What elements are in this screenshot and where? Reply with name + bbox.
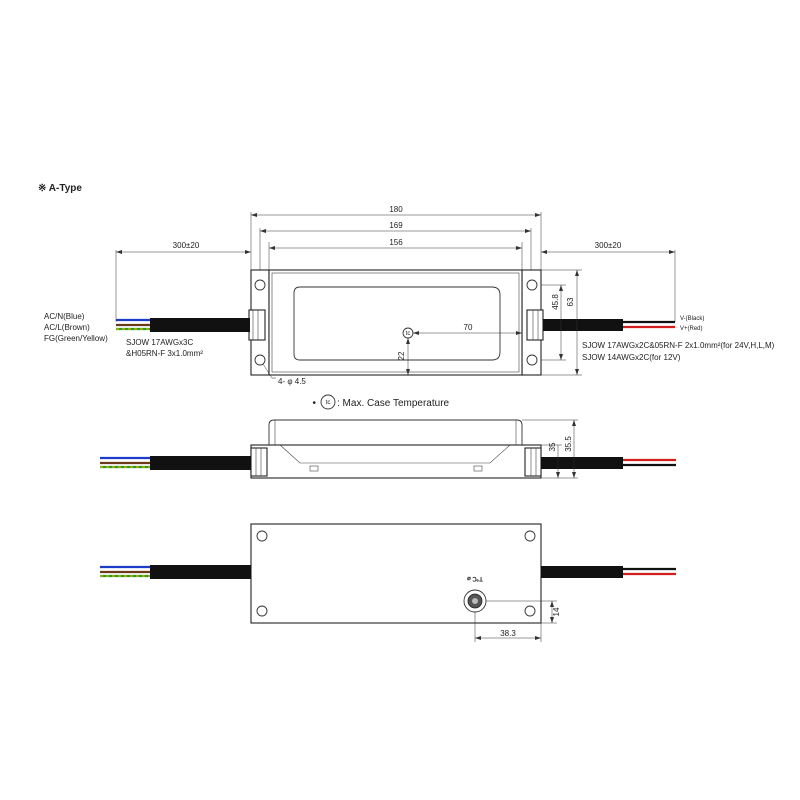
side-output-gland	[524, 447, 542, 477]
tc-marker-label: tc	[406, 331, 411, 337]
output-cable-spec-1: SJOW 17AWGx2C&05RN-F 2x1.0mm²(for 24V,H,…	[582, 341, 775, 350]
dim-height-holes: 45.8	[551, 294, 560, 310]
mount-hole	[526, 279, 538, 291]
dim-side-a: 35	[548, 442, 557, 451]
dim-hole-span: 169	[389, 221, 403, 230]
top-view: 180 169 156 300±20 300±20	[44, 205, 775, 386]
input-cable-spec-2: &H05RN-F 3x1.0mm²	[126, 349, 203, 358]
input-wire-label-fg: FG(Green/Yellow)	[44, 334, 108, 343]
dim-input-cable: 300±20	[173, 241, 200, 250]
dim-tc-x: 70	[464, 323, 473, 332]
input-wire-label-n: AC/N(Blue)	[44, 312, 85, 321]
output-gland	[526, 309, 544, 341]
mount-hole	[254, 354, 266, 366]
tc-legend: tc : Max. Case Temperature •	[312, 394, 450, 410]
dim-output-cable: 300±20	[595, 241, 622, 250]
mount-hole	[526, 354, 538, 366]
side-input-gland	[250, 447, 268, 477]
drawing-title: ※ A-Type	[38, 183, 82, 194]
dim-overall-length: 180	[389, 205, 403, 214]
tc-legend-bullet: •	[312, 398, 316, 409]
dim-side-b: 35.5	[564, 436, 573, 452]
input-wire-label-l: AC/L(Brown)	[44, 323, 90, 332]
mount-hole-callout: 4- φ 4.5	[278, 377, 306, 386]
dim-body-length: 156	[389, 238, 403, 247]
bottom-body	[250, 523, 542, 624]
output-cable-spec-2: SJOW 14AWGx2C(for 12V)	[582, 353, 681, 362]
tc-legend-caption: : Max. Case Temperature	[337, 398, 450, 409]
input-gland	[248, 309, 266, 341]
mount-hole	[254, 279, 266, 291]
tc-legend-icon	[320, 394, 336, 410]
bottom-tc-label: T℃ ⌀	[467, 575, 483, 582]
input-cable-spec-1: SJOW 17AWGx3C	[126, 338, 193, 347]
dim-tc-y: 22	[397, 351, 406, 360]
output-wire-label-pos: V+(Red)	[680, 326, 703, 332]
tc-legend-symbol: tc	[326, 400, 331, 406]
output-cable	[543, 319, 623, 331]
dim-height-body: 63	[566, 297, 575, 306]
side-view: 35 35.5	[100, 419, 676, 479]
dim-bottom-y: 14	[552, 607, 561, 616]
output-wire-label-neg: V-(Black)	[680, 316, 704, 322]
side-top-profile	[268, 419, 523, 445]
label-window	[293, 286, 501, 361]
main-body	[268, 269, 523, 376]
input-cable	[150, 318, 250, 332]
bottom-view: T℃ ⌀ 14 38.3	[100, 523, 676, 642]
dim-bottom-x: 38.3	[500, 629, 516, 638]
side-body	[250, 444, 542, 479]
